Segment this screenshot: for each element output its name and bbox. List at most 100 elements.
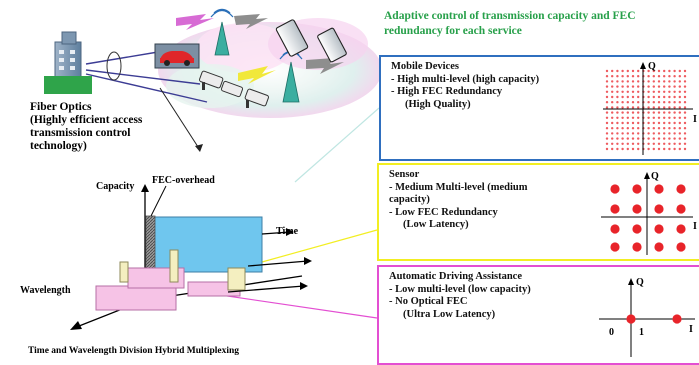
antenna-left-icon	[210, 8, 234, 56]
mobile-constellation-point	[652, 116, 655, 119]
mobile-constellation-point	[605, 127, 609, 130]
mobile-constellation-point	[657, 69, 661, 73]
mobile-constellation-point	[663, 69, 666, 73]
mobile-constellation-point	[657, 101, 661, 104]
mobile-constellation-point	[668, 147, 671, 151]
mobile-constellation-point	[673, 121, 676, 125]
mobile-constellation-point	[663, 121, 666, 125]
mobile-constellation-point	[616, 80, 619, 83]
mobile-constellation-point	[668, 127, 671, 130]
sensor-constellation-point	[676, 224, 686, 234]
mobile-constellation-point	[657, 85, 661, 88]
mobile-constellation-point	[626, 132, 629, 135]
mobile-constellation-point	[611, 75, 614, 78]
mobile-constellation-point	[678, 137, 681, 140]
mobile-constellation-point	[647, 111, 650, 114]
mobile-constellation-point	[668, 75, 671, 78]
mobile-constellation-point	[637, 106, 640, 109]
mobile-constellation-point	[611, 90, 614, 93]
mobile-constellation-point	[621, 85, 624, 88]
mobile-constellation-point	[616, 95, 619, 99]
mobile-constellation-point	[668, 121, 671, 125]
mobile-constellation-point	[621, 80, 624, 83]
mobile-constellation-point	[611, 147, 614, 151]
mobile-constellation-point	[637, 147, 640, 151]
sensor-constellation-grid	[610, 184, 686, 252]
mobile-constellation-point	[647, 85, 650, 88]
mobile-constellation-point	[683, 111, 687, 114]
mobile-constellation-point	[652, 121, 655, 125]
mobile-constellation-point	[673, 106, 676, 109]
mobile-constellation-point	[678, 142, 681, 145]
mobile-constellation-point	[683, 75, 687, 78]
capacity-axis-label: Capacity	[96, 181, 135, 192]
sensor-constellation-point	[610, 242, 620, 252]
mobile-constellation-point	[605, 111, 609, 114]
mobile-constellation-point	[668, 80, 671, 83]
mobile-constellation-point	[678, 121, 681, 125]
mobile-constellation-point	[657, 116, 661, 119]
mobile-constellation-point	[668, 137, 671, 140]
mobile-constellation-point	[657, 142, 661, 145]
mobile-constellation-point	[631, 111, 635, 114]
mobile-constellation-point	[673, 80, 676, 83]
mobile-constellation-point	[626, 121, 629, 125]
mobile-constellation-point	[605, 132, 609, 135]
mobile-constellation-point	[647, 137, 650, 140]
mobile-constellation-point	[647, 127, 650, 130]
time-axis-label: Time	[276, 226, 299, 237]
mobile-constellation-point	[616, 121, 619, 125]
mobile-constellation-point	[621, 111, 624, 114]
mobile-constellation-point	[626, 137, 629, 140]
sensor-constellation-point	[654, 242, 664, 252]
mobile-constellation-point	[673, 111, 676, 114]
mobile-constellation-point	[647, 101, 650, 104]
mobile-constellation-point	[605, 80, 609, 83]
mobile-constellation-point	[652, 75, 655, 78]
sensor-panel-text: Sensor - Medium Multi-level (medium capa…	[389, 169, 528, 232]
mobile-constellation-point	[678, 80, 681, 83]
mobile-constellation-point	[683, 69, 687, 73]
mobile-constellation-point	[621, 106, 624, 109]
mobile-constellation-point	[621, 101, 624, 104]
mobile-constellation-point	[616, 111, 619, 114]
mobile-constellation-point	[652, 69, 655, 73]
fec-overhead-label: FEC-overhead	[152, 175, 215, 186]
mobile-constellation-point	[663, 137, 666, 140]
mobile-constellation-point	[626, 147, 629, 151]
mobile-constellation-point	[605, 137, 609, 140]
mobile-constellation-point	[647, 121, 650, 125]
mobile-constellation-point	[621, 127, 624, 130]
mobile-constellation-point	[631, 142, 635, 145]
mobile-constellation-point	[652, 95, 655, 99]
mobile-constellation-point	[678, 69, 681, 73]
mobile-constellation-point	[626, 127, 629, 130]
headline-text: Adaptive control of transmission capacit…	[384, 10, 636, 37]
mobile-constellation-point	[626, 116, 629, 119]
mobile-constellation-point	[652, 127, 655, 130]
mobile-constellation-point	[657, 121, 661, 125]
mobile-constellation-point	[626, 106, 629, 109]
mobile-constellation-point	[668, 69, 671, 73]
sensor-camera-icons	[199, 70, 269, 108]
mobile-constellation-point	[663, 95, 666, 99]
sensor-q-axis-label: Q	[651, 171, 659, 182]
mobile-constellation-point	[657, 75, 661, 78]
sensor-constellation-point	[610, 224, 620, 234]
fiber-lines	[85, 51, 208, 152]
mobile-constellation-point	[637, 142, 640, 145]
mobile-panel-text: Mobile Devices - High multi-level (high …	[391, 61, 539, 111]
mobile-constellation-point	[616, 85, 619, 88]
sensor-line-1: - Medium Multi-level (medium	[389, 181, 528, 193]
mobile-constellation-point	[637, 90, 640, 93]
mobile-constellation-point	[611, 127, 614, 130]
mobile-constellation-point	[621, 137, 624, 140]
mobile-constellation-point	[626, 101, 629, 104]
mobile-constellation-point	[621, 116, 624, 119]
mobile-constellation-point	[678, 132, 681, 135]
mobile-constellation-point	[631, 106, 635, 109]
mobile-constellation-point	[663, 147, 666, 151]
mobile-constellation-point	[657, 80, 661, 83]
mobile-constellation-point	[673, 85, 676, 88]
